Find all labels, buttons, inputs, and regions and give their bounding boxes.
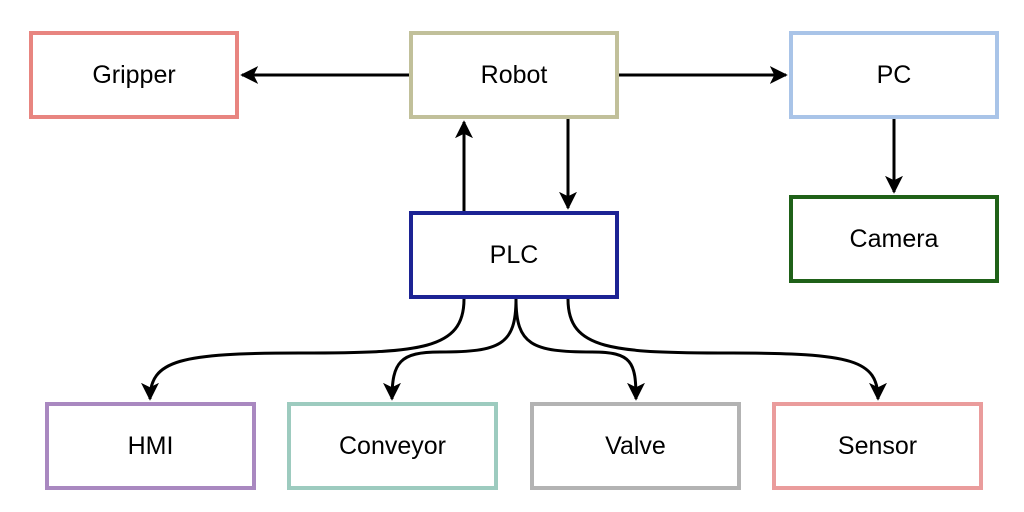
conveyor-label: Conveyor — [339, 431, 446, 460]
edge-plc-to-sensor — [566, 298, 887, 401]
camera-label: Camera — [849, 224, 939, 253]
hmi-node: HMI — [45, 402, 256, 490]
valve-label: Valve — [605, 431, 666, 460]
valve-node: Valve — [530, 402, 741, 490]
gripper-label: Gripper — [92, 60, 176, 89]
gripper-node: Gripper — [29, 31, 239, 119]
plc-label: PLC — [489, 240, 539, 269]
sensor-label: Sensor — [837, 431, 918, 460]
camera-node: Camera — [789, 195, 999, 283]
hmi-label: HMI — [127, 431, 174, 460]
robot-label: Robot — [480, 60, 548, 89]
conveyor-node: Conveyor — [287, 402, 498, 490]
edge-plc-to-hmi — [141, 298, 466, 401]
plc-node: PLC — [409, 211, 619, 299]
pc-node: PC — [789, 31, 999, 119]
edge-plc-to-conveyor — [383, 298, 518, 401]
robot-node: Robot — [409, 31, 619, 119]
edge-plc-to-valve — [514, 298, 645, 401]
sensor-node: Sensor — [772, 402, 983, 490]
pc-label: PC — [876, 60, 912, 89]
